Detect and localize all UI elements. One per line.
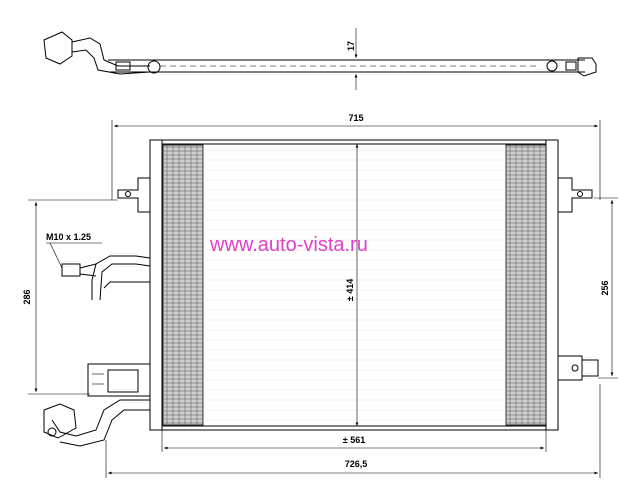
dim-top-thickness: 17: [346, 41, 356, 51]
dim-core-height: ± 414: [345, 279, 355, 301]
thread-callout: M10 x 1.25: [46, 232, 102, 269]
fin-band-left: [162, 144, 204, 426]
dim-bottom-group: ± 561 726,5: [105, 384, 601, 478]
condenser-body: ± 414: [43, 139, 599, 447]
dim-total-width: 726,5: [345, 459, 368, 469]
dim-left-group: 286: [22, 199, 118, 395]
thread-label: M10 x 1.25: [46, 232, 91, 242]
fin-band-right: [505, 144, 547, 426]
dim-left-mount-height: 286: [22, 289, 32, 304]
dim-right-mount-height: 256: [600, 280, 610, 295]
watermark-text: www.auto-vista.ru: [209, 234, 368, 256]
dim-overall-width-group: 715: [111, 113, 601, 200]
dim-right-group: 256: [594, 197, 618, 379]
dim-core-width: ± 561: [343, 435, 365, 445]
dim-overall-width: 715: [348, 113, 363, 123]
top-view: 17: [43, 28, 597, 90]
